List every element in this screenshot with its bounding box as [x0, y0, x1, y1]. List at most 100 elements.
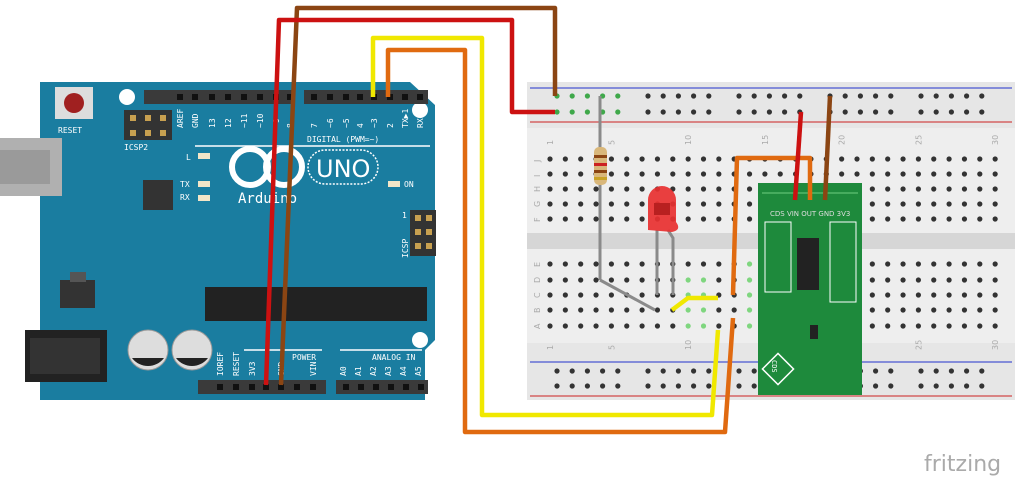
- breadboard-hole[interactable]: [593, 201, 599, 207]
- rail-hole[interactable]: [645, 383, 651, 389]
- breadboard-hole[interactable]: [547, 201, 553, 207]
- breadboard-hole[interactable]: [961, 277, 968, 283]
- rail-hole[interactable]: [584, 93, 591, 99]
- rail-hole[interactable]: [706, 383, 712, 389]
- rail-hole[interactable]: [888, 109, 894, 115]
- breadboard-hole[interactable]: [639, 216, 645, 222]
- breadboard-hole[interactable]: [716, 277, 722, 283]
- breadboard-hole[interactable]: [608, 216, 615, 222]
- header-pin[interactable]: [294, 384, 300, 390]
- header-pin[interactable]: [257, 94, 263, 100]
- breadboard-hole[interactable]: [977, 307, 983, 313]
- breadboard-hole[interactable]: [961, 171, 968, 177]
- breadboard-hole[interactable]: [624, 201, 630, 207]
- breadboard-hole[interactable]: [578, 292, 584, 298]
- rail-hole[interactable]: [584, 383, 591, 389]
- breadboard-hole[interactable]: [885, 292, 891, 298]
- breadboard-hole[interactable]: [624, 261, 630, 267]
- rail-hole[interactable]: [706, 368, 712, 374]
- breadboard-hole[interactable]: [608, 323, 615, 329]
- breadboard-hole[interactable]: [977, 156, 983, 162]
- breadboard-hole[interactable]: [685, 323, 691, 329]
- breadboard-hole[interactable]: [578, 201, 584, 207]
- breadboard-hole[interactable]: [578, 307, 584, 313]
- breadboard-hole[interactable]: [608, 307, 615, 313]
- breadboard-hole[interactable]: [992, 307, 998, 313]
- breadboard-hole[interactable]: [639, 261, 645, 267]
- breadboard-hole[interactable]: [931, 261, 937, 267]
- breadboard-hole[interactable]: [547, 307, 553, 313]
- breadboard-hole[interactable]: [562, 201, 568, 207]
- breadboard-hole[interactable]: [869, 171, 875, 177]
- rail-hole[interactable]: [873, 109, 879, 115]
- breadboard-hole[interactable]: [992, 201, 998, 207]
- breadboard-hole[interactable]: [670, 323, 676, 329]
- breadboard-hole[interactable]: [777, 171, 783, 177]
- breadboard-hole[interactable]: [915, 201, 922, 207]
- rail-hole[interactable]: [857, 109, 864, 115]
- breadboard-hole[interactable]: [562, 171, 568, 177]
- breadboard-hole[interactable]: [562, 186, 568, 192]
- rail-hole[interactable]: [691, 383, 697, 389]
- rail-hole[interactable]: [766, 93, 773, 99]
- header-pin[interactable]: [343, 384, 349, 390]
- rail-hole[interactable]: [948, 383, 955, 389]
- rail-hole[interactable]: [675, 383, 682, 389]
- rail-hole[interactable]: [736, 109, 742, 115]
- rail-hole[interactable]: [933, 93, 939, 99]
- breadboard-hole[interactable]: [578, 261, 584, 267]
- breadboard-hole[interactable]: [578, 277, 584, 283]
- rail-hole[interactable]: [933, 109, 939, 115]
- rail-hole[interactable]: [888, 93, 894, 99]
- breadboard-hole[interactable]: [961, 261, 968, 267]
- breadboard-hole[interactable]: [685, 261, 691, 267]
- breadboard-hole[interactable]: [946, 292, 952, 298]
- breadboard-hole[interactable]: [915, 156, 922, 162]
- rail-hole[interactable]: [964, 383, 970, 389]
- breadboard-hole[interactable]: [869, 201, 875, 207]
- rail-hole[interactable]: [964, 368, 970, 374]
- rail-hole[interactable]: [615, 368, 621, 374]
- rail-hole[interactable]: [751, 383, 757, 389]
- breadboard-hole[interactable]: [931, 156, 937, 162]
- breadboard-hole[interactable]: [700, 216, 707, 222]
- rail-hole[interactable]: [736, 368, 742, 374]
- rail-hole[interactable]: [873, 368, 879, 374]
- rail-hole[interactable]: [751, 109, 757, 115]
- breadboard-hole[interactable]: [547, 277, 553, 283]
- header-pin[interactable]: [310, 384, 316, 390]
- breadboard-hole[interactable]: [977, 292, 983, 298]
- breadboard-hole[interactable]: [746, 261, 753, 267]
- rail-hole[interactable]: [751, 93, 757, 99]
- breadboard-hole[interactable]: [639, 292, 645, 298]
- breadboard-hole[interactable]: [547, 171, 553, 177]
- rail-hole[interactable]: [554, 383, 560, 389]
- breadboard-hole[interactable]: [931, 292, 937, 298]
- rail-hole[interactable]: [615, 109, 621, 115]
- breadboard-hole[interactable]: [961, 292, 968, 298]
- header-pin[interactable]: [177, 94, 183, 100]
- breadboard-hole[interactable]: [931, 186, 937, 192]
- breadboard-hole[interactable]: [961, 156, 968, 162]
- breadboard-hole[interactable]: [685, 201, 691, 207]
- header-pin[interactable]: [343, 94, 349, 100]
- breadboard-hole[interactable]: [900, 307, 906, 313]
- breadboard-hole[interactable]: [562, 277, 568, 283]
- breadboard-hole[interactable]: [639, 277, 645, 283]
- breadboard-hole[interactable]: [562, 292, 568, 298]
- breadboard-hole[interactable]: [562, 156, 568, 162]
- rail-hole[interactable]: [797, 93, 803, 99]
- breadboard-hole[interactable]: [946, 171, 952, 177]
- breadboard-hole[interactable]: [562, 323, 568, 329]
- breadboard-hole[interactable]: [900, 186, 906, 192]
- breadboard-hole[interactable]: [885, 307, 891, 313]
- breadboard-hole[interactable]: [608, 156, 615, 162]
- breadboard-hole[interactable]: [900, 323, 906, 329]
- breadboard-hole[interactable]: [885, 216, 891, 222]
- breadboard-hole[interactable]: [931, 216, 937, 222]
- header-pin[interactable]: [249, 384, 255, 390]
- rail-hole[interactable]: [554, 368, 560, 374]
- breadboard-hole[interactable]: [885, 261, 891, 267]
- breadboard-hole[interactable]: [685, 156, 691, 162]
- breadboard-hole[interactable]: [854, 156, 860, 162]
